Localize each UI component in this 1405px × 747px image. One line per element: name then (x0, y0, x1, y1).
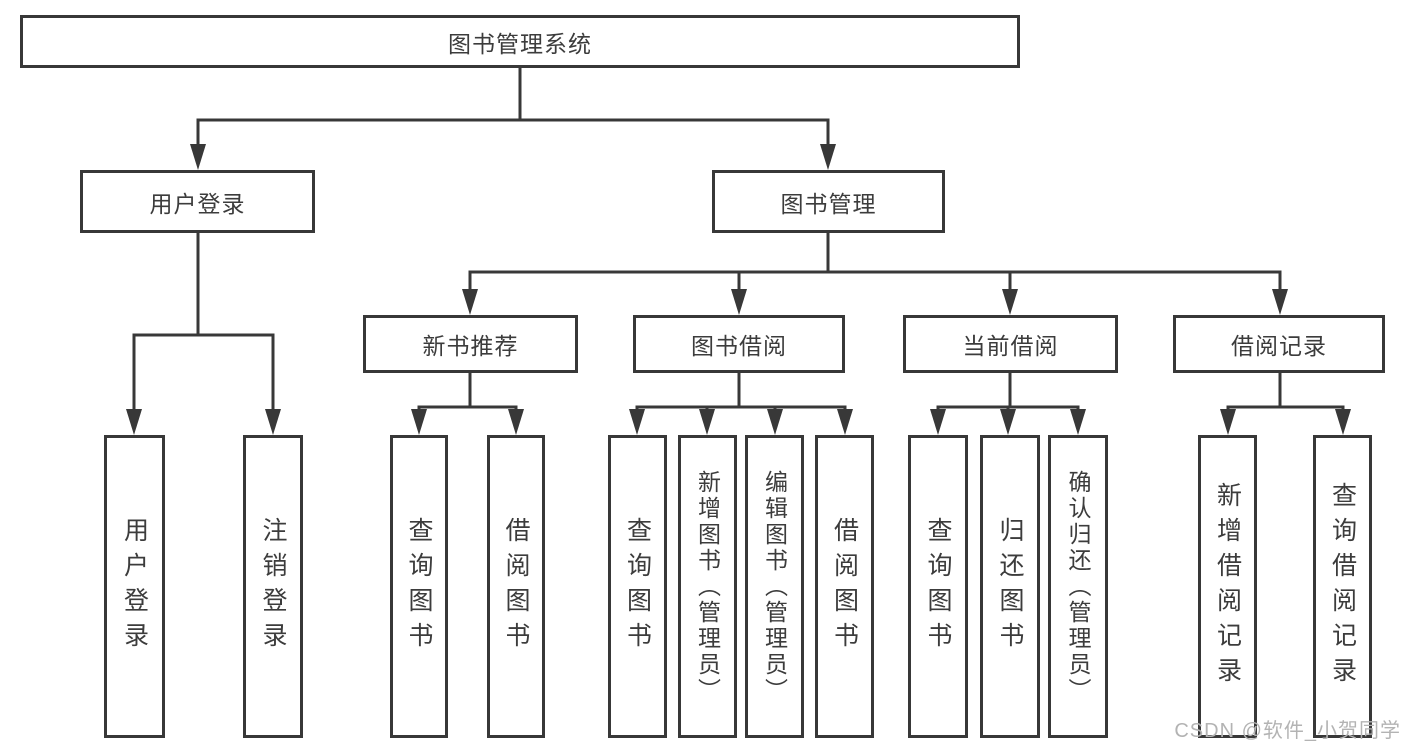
node-label: 用户登录 (149, 190, 246, 217)
arrow-down-icon (767, 409, 783, 435)
node-new-book-recommend: 新书推荐 (363, 315, 578, 373)
leaf-add-book-admin: 新增图书（管理员） (678, 435, 737, 738)
leaf-query-book-recommend: 查询图书 (390, 435, 448, 738)
arrow-down-icon (1000, 409, 1016, 435)
arrow-down-icon (731, 289, 747, 315)
arrow-down-icon (1070, 409, 1086, 435)
arrow-down-icon (462, 289, 478, 315)
node-borrowing-records: 借阅记录 (1173, 315, 1385, 373)
node-label: 新书推荐 (422, 333, 519, 359)
connector-newbookrec-to-leaves (417, 371, 518, 414)
node-root: 图书管理系统 (20, 15, 1020, 68)
leaf-return-book: 归还图书 (980, 435, 1040, 738)
node-label: 借阅记录 (1231, 333, 1327, 359)
csdn-watermark: CSDN @软件_小贺同学 (1174, 720, 1401, 742)
node-label: 图书借阅 (691, 333, 787, 359)
arrow-down-icon (265, 409, 281, 435)
node-label: 当前借阅 (962, 333, 1059, 359)
arrow-down-icon (508, 409, 524, 435)
arrow-down-icon (820, 144, 836, 170)
arrowheads (126, 144, 1351, 435)
node-label: 图书管理 (780, 190, 877, 217)
node-book-borrowing: 图书借阅 (633, 315, 845, 373)
leaf-query-book-current: 查询图书 (908, 435, 968, 738)
arrow-down-icon (1220, 409, 1236, 435)
node-label: 借阅图书 (830, 516, 859, 657)
node-label: 归还图书 (996, 516, 1024, 657)
arrow-down-icon (1335, 409, 1351, 435)
leaf-query-book-borrowing: 查询图书 (608, 435, 667, 738)
connector-currentborrow-to-leaves (936, 371, 1080, 414)
node-label: 新增图书（管理员） (694, 469, 721, 704)
arrow-down-icon (1002, 289, 1018, 315)
node-label: 注销登录 (259, 516, 287, 657)
node-label: 用户登录 (120, 516, 149, 657)
node-label: 确认归还（管理员） (1065, 469, 1091, 704)
node-label: 查询图书 (405, 516, 433, 657)
node-label: 图书管理系统 (448, 30, 592, 57)
arrow-down-icon (699, 409, 715, 435)
connector-bookmgmt-to-level3 (468, 231, 1282, 293)
node-current-borrowing: 当前借阅 (903, 315, 1118, 373)
leaf-add-borrow-record: 新增借阅记录 (1198, 435, 1257, 738)
leaf-edit-book-admin: 编辑图书（管理员） (745, 435, 804, 738)
arrow-down-icon (411, 409, 427, 435)
leaf-logout: 注销登录 (243, 435, 303, 738)
node-book-management: 图书管理 (712, 170, 945, 233)
node-label: 查询图书 (924, 516, 952, 657)
node-label: 借阅图书 (502, 516, 530, 657)
leaf-user-login: 用户登录 (104, 435, 165, 738)
arrow-down-icon (837, 409, 853, 435)
connector-borrowrecord-to-leaves (1226, 371, 1345, 414)
connector-root-to-level2 (196, 66, 830, 148)
arrow-down-icon (930, 409, 946, 435)
node-user-login: 用户登录 (80, 170, 315, 233)
leaf-confirm-return-admin: 确认归还（管理员） (1048, 435, 1108, 738)
connector-userlogin-to-leaves (132, 231, 275, 413)
arrow-down-icon (629, 409, 645, 435)
node-label: 查询图书 (623, 516, 652, 657)
arrow-down-icon (190, 144, 206, 170)
arrow-down-icon (1272, 289, 1288, 315)
leaf-borrow-book-recommend: 借阅图书 (487, 435, 545, 738)
node-label: 查询借阅记录 (1328, 481, 1357, 692)
leaf-query-borrow-record: 查询借阅记录 (1313, 435, 1372, 738)
node-label: 编辑图书（管理员） (761, 469, 788, 704)
node-label: 新增借阅记录 (1213, 481, 1242, 692)
arrow-down-icon (126, 409, 142, 435)
leaf-borrow-book: 借阅图书 (815, 435, 874, 738)
connector-bookborrow-to-leaves (635, 371, 847, 414)
